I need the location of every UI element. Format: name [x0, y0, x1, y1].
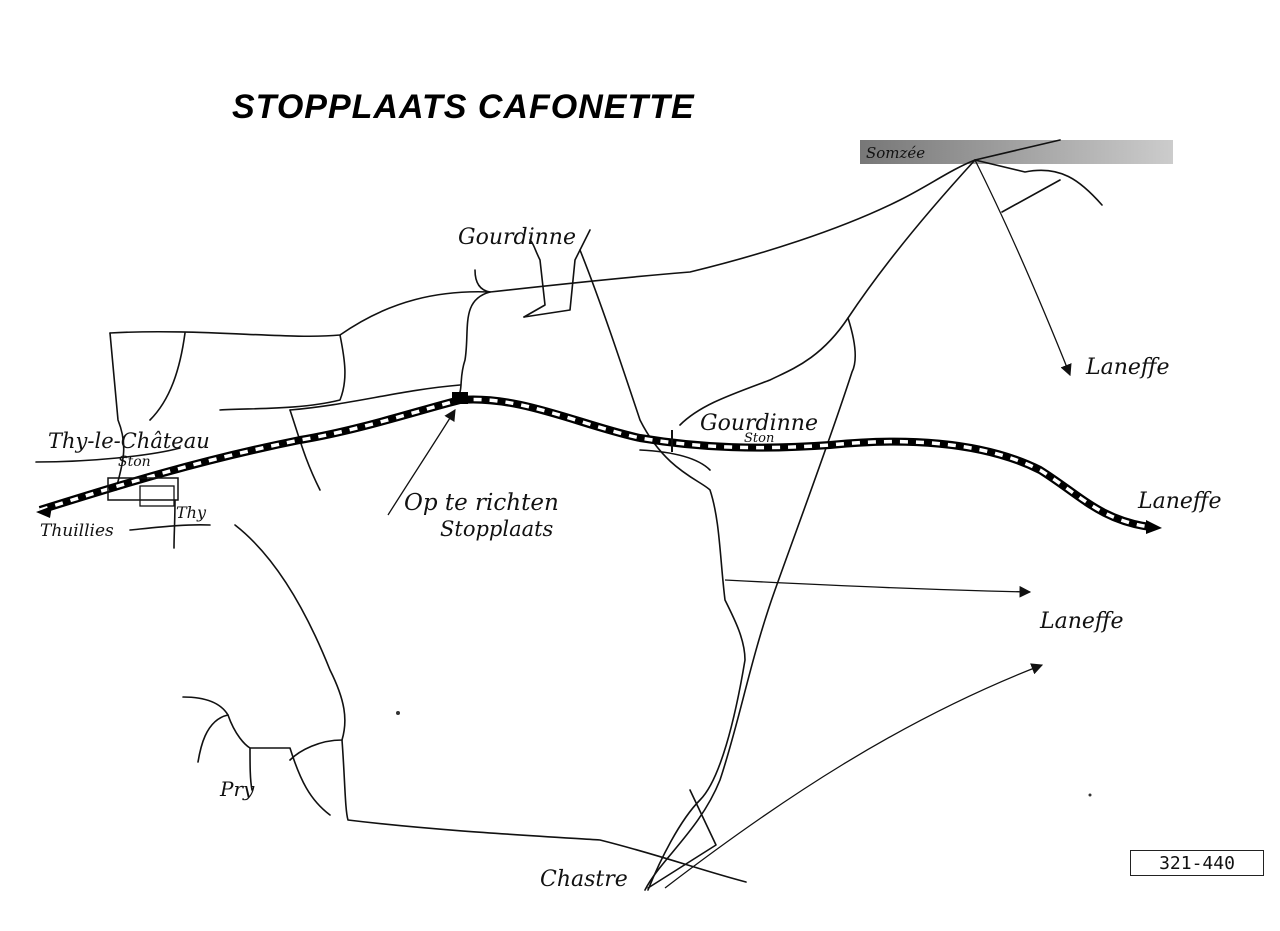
label-thy-le-chateau-ston: Ston — [118, 454, 151, 470]
rail-arrow-laneffe — [1146, 520, 1162, 534]
label-somzee: Somzée — [866, 144, 925, 162]
map-title: STOPPLAATS CAFONETTE — [232, 88, 695, 126]
speckle-dot — [1088, 793, 1092, 797]
arrow-to-laneffe-mid — [724, 579, 1032, 598]
label-laneffe-top: Laneffe — [1085, 355, 1170, 380]
arrow-to-laneffe-bottom — [664, 663, 1044, 889]
thy-station-building — [107, 477, 179, 501]
label-chastre: Chastre — [540, 867, 628, 892]
new-stop-marker — [452, 392, 468, 404]
label-gourdinne-ston: Ston — [744, 431, 774, 446]
somzee-shaded-strip — [860, 140, 1173, 164]
label-thuillies: Thuillies — [40, 521, 114, 541]
label-thy-le-chateau: Thy-le-Château — [48, 429, 210, 453]
label-gourdinne-station: Gourdinne — [700, 411, 818, 436]
label-op-te-richten: Op te richten — [404, 490, 559, 516]
label-laneffe-rail: Laneffe — [1137, 489, 1222, 514]
label-laneffe-mid: Laneffe — [1039, 609, 1124, 634]
roads — [35, 139, 1103, 891]
railway-line — [36, 392, 1162, 534]
arrow-to-new-stop — [387, 409, 456, 516]
label-thy: Thy — [176, 503, 207, 522]
direction-arrows — [387, 159, 1072, 889]
label-gourdinne: Gourdinne — [458, 225, 576, 250]
arrow-to-laneffe-top — [974, 159, 1072, 377]
speckle-dot — [396, 711, 400, 715]
reference-code: 321-440 — [1130, 850, 1264, 876]
label-pry: Pry — [219, 777, 255, 801]
label-stopplaats: Stopplaats — [440, 517, 554, 541]
thy-station-platform — [139, 485, 175, 507]
rail-arrow-thuillies — [36, 506, 52, 518]
